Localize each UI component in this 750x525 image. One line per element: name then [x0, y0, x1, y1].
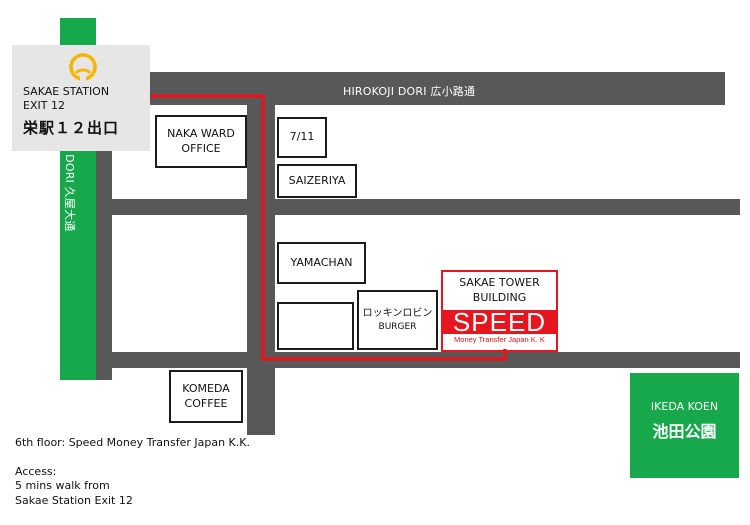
subway-logo-icon: [69, 53, 97, 81]
east-west-road-south: [112, 352, 740, 368]
access-line-1: 5 mins walk from: [15, 479, 110, 493]
directions-notes: 6th floor: Speed Money Transfer Japan K.…: [15, 436, 250, 508]
north-south-road-center: [247, 105, 275, 435]
hirokoji-road-label: HIROKOJI DORI 広小路通: [343, 85, 476, 98]
seven-eleven-store: 7/11: [277, 117, 327, 158]
speed-logo-subtitle: Money Transfer Japan K. K: [454, 335, 545, 344]
access-title: Access:: [15, 464, 57, 478]
saizeriya-restaurant: SAIZERIYA: [277, 164, 357, 198]
floor-info: 6th floor: Speed Money Transfer Japan K.…: [15, 436, 250, 449]
yamachan-restaurant: YAMACHAN: [277, 242, 366, 284]
north-south-road-left: [96, 150, 112, 380]
park-name-jp: 池田公園: [652, 422, 717, 441]
east-west-road-middle: [112, 199, 740, 215]
sakae-station-exit: SAKAE STATION EXIT 12 栄駅１２出口: [12, 45, 150, 151]
station-name: SAKAE STATION EXIT 12: [23, 85, 110, 113]
sakae-tower-building: SAKAE TOWER BUILDING SPEED Money Transfe…: [441, 270, 558, 352]
empty-building: [277, 302, 354, 350]
speed-logo: SPEED: [443, 309, 556, 335]
tower-name: SAKAE TOWER BUILDING: [459, 276, 540, 304]
station-name-jp: 栄駅１２出口: [23, 119, 120, 137]
access-line-2: Sakae Station Exit 12: [15, 493, 133, 507]
park-name: IKEDA KOEN: [650, 400, 719, 413]
ikeda-park: IKEDA KOEN 池田公園: [630, 373, 739, 478]
